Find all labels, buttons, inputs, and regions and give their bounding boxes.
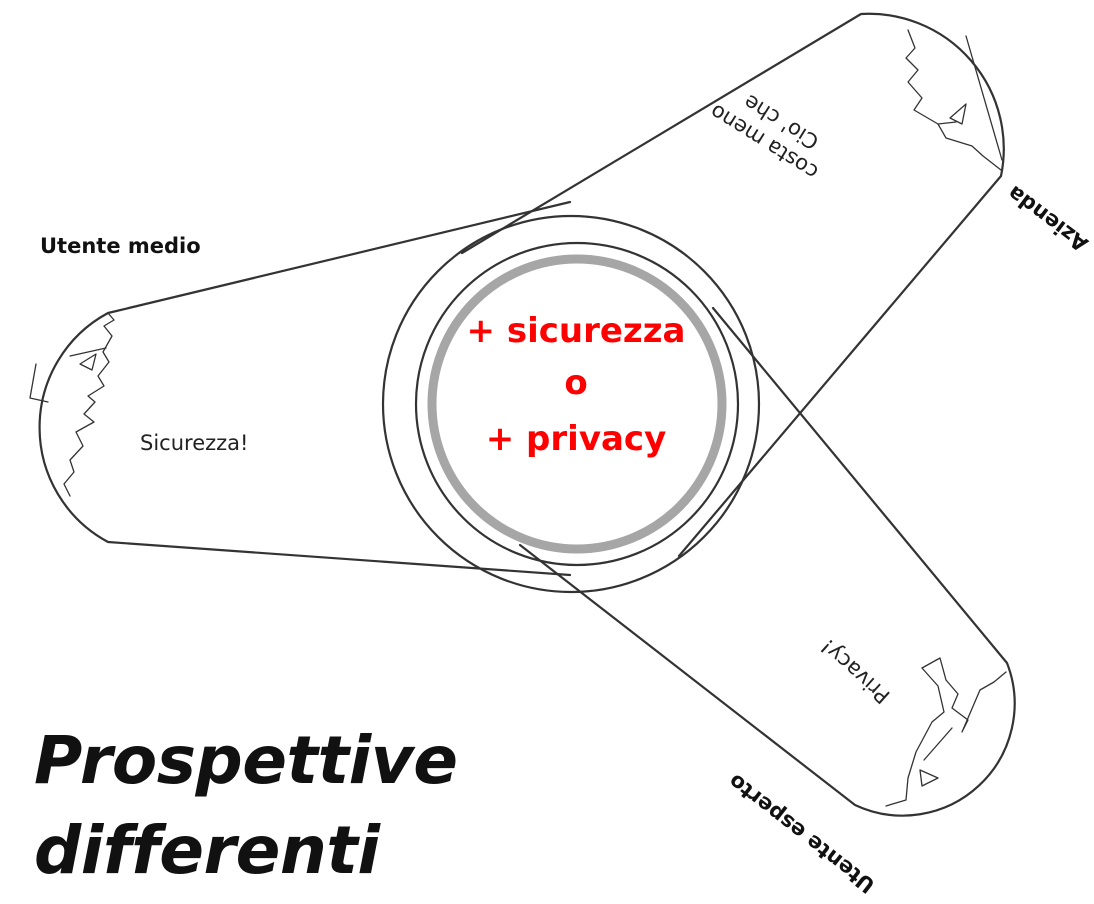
speech-azienda: Cio' che costa meno: [706, 90, 823, 185]
label-utente-esperto: Utente esperto: [724, 769, 880, 898]
center-line2: o: [564, 363, 587, 403]
gray-ring: [427, 254, 727, 554]
lobe-utente-esperto: [518, 306, 1016, 817]
face-utente-esperto-icon: [885, 657, 1007, 807]
center-line1: + sicurezza: [467, 311, 686, 351]
label-utente-medio: Utente medio: [40, 234, 201, 258]
lobe-azienda: [460, 12, 1005, 558]
label-azienda: Azienda: [1003, 181, 1093, 257]
title-line2: differenti: [34, 812, 380, 889]
face-azienda-icon: [905, 29, 1003, 171]
center-text: + sicurezza o + privacy: [467, 311, 686, 459]
center-line3: + privacy: [486, 419, 667, 459]
inner-circle: [414, 241, 740, 567]
speech-utente-medio: Sicurezza!: [140, 431, 248, 455]
outer-circle: [381, 214, 761, 594]
title-line1: Prospettive: [34, 722, 458, 799]
lobe-utente-medio: [38, 200, 572, 577]
face-utente-medio-icon: [29, 312, 115, 497]
speech-utente-esperto: Privacy!: [816, 634, 895, 708]
